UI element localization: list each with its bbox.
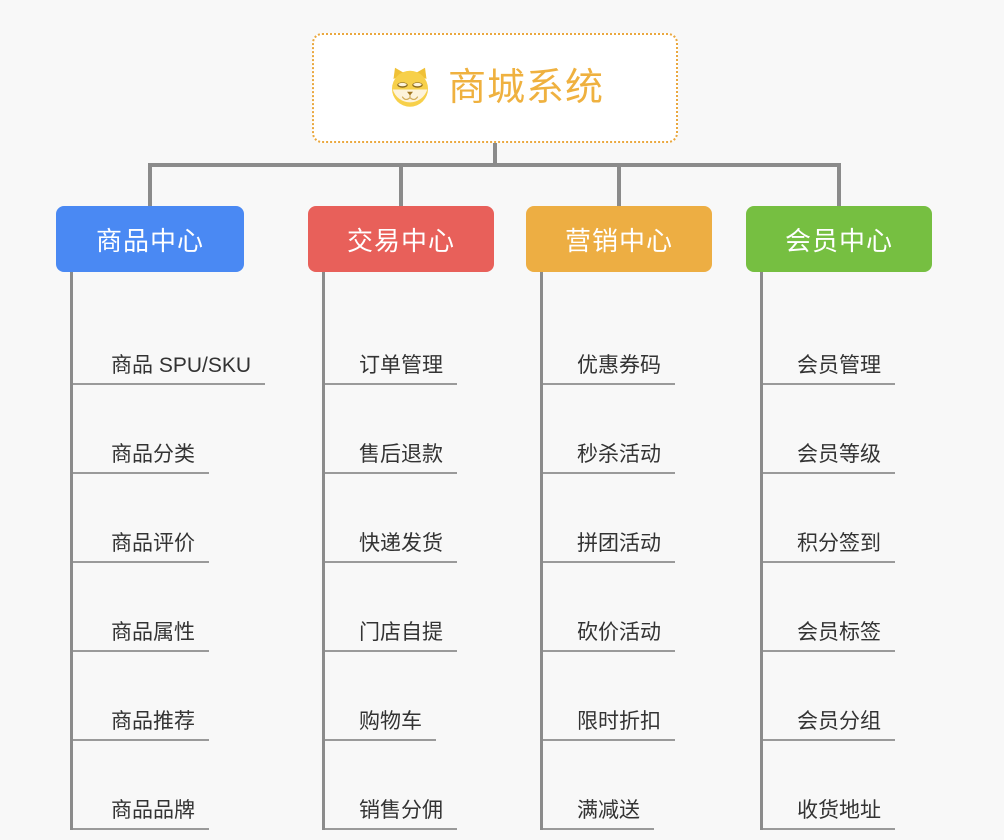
leaf-label: 商品属性 — [73, 621, 209, 652]
category-header-marketing[interactable]: 营销中心 — [526, 206, 712, 272]
leaf-label: 订单管理 — [325, 354, 457, 385]
list-item[interactable]: 秒杀活动 — [543, 385, 726, 474]
list-item[interactable]: 满减送 — [543, 741, 726, 830]
leaf-label: 商品分类 — [73, 443, 209, 474]
connector-drop-2 — [399, 163, 403, 208]
leaf-label: 商品 SPU/SKU — [73, 354, 266, 385]
leaf-label: 拼团活动 — [543, 532, 675, 563]
list-item[interactable]: 积分签到 — [763, 474, 946, 563]
leaf-label: 会员分组 — [763, 710, 895, 741]
connector-drop-1 — [148, 163, 152, 208]
leaf-label: 会员管理 — [763, 354, 895, 385]
leaf-label: 优惠券码 — [543, 354, 675, 385]
list-item[interactable]: 购物车 — [325, 652, 508, 741]
list-item[interactable]: 商品评价 — [73, 474, 286, 563]
leaf-label: 商品品牌 — [73, 799, 209, 830]
list-item[interactable]: 收货地址 — [763, 741, 946, 830]
connector-horizontal-bus — [150, 163, 840, 167]
category-header-label: 交易中心 — [346, 225, 455, 256]
list-item[interactable]: 售后退款 — [325, 385, 508, 474]
leaf-label: 快递发货 — [325, 532, 457, 563]
category-column-product: 商品中心 商品 SPU/SKU 商品分类 商品评价 商品属性 商品推荐 商品品牌 — [56, 206, 286, 830]
leaf-label: 商品评价 — [73, 532, 209, 563]
category-column-trade: 交易中心 订单管理 售后退款 快递发货 门店自提 购物车 销售分佣 — [308, 206, 508, 830]
category-header-label: 商品中心 — [95, 225, 204, 256]
list-item[interactable]: 商品属性 — [73, 563, 286, 652]
list-item[interactable]: 快递发货 — [325, 474, 508, 563]
list-item[interactable]: 订单管理 — [325, 296, 508, 385]
category-header-product[interactable]: 商品中心 — [56, 206, 244, 272]
list-item[interactable]: 优惠券码 — [543, 296, 726, 385]
list-item[interactable]: 商品 SPU/SKU — [73, 296, 286, 385]
leaf-label: 限时折扣 — [543, 710, 675, 741]
leaf-list-trade: 订单管理 售后退款 快递发货 门店自提 购物车 销售分佣 — [322, 272, 508, 830]
leaf-label: 秒杀活动 — [543, 443, 675, 474]
root-node[interactable]: 商城系统 — [312, 33, 678, 143]
category-column-marketing: 营销中心 优惠券码 秒杀活动 拼团活动 砍价活动 限时折扣 满减送 — [526, 206, 726, 830]
connector-root-stem — [493, 143, 497, 165]
root-title: 商城系统 — [447, 67, 604, 109]
list-item[interactable]: 限时折扣 — [543, 652, 726, 741]
shiba-dog-icon — [391, 67, 428, 107]
list-item[interactable]: 销售分佣 — [325, 741, 508, 830]
list-item[interactable]: 门店自提 — [325, 563, 508, 652]
connector-drop-3 — [617, 163, 621, 208]
leaf-label: 砍价活动 — [543, 621, 675, 652]
category-header-member[interactable]: 会员中心 — [746, 206, 932, 272]
leaf-list-marketing: 优惠券码 秒杀活动 拼团活动 砍价活动 限时折扣 满减送 — [540, 272, 726, 830]
leaf-label: 积分签到 — [763, 532, 895, 563]
list-item[interactable]: 会员分组 — [763, 652, 946, 741]
leaf-label: 销售分佣 — [325, 799, 457, 830]
leaf-label: 售后退款 — [325, 443, 457, 474]
leaf-label: 购物车 — [325, 710, 436, 741]
category-header-trade[interactable]: 交易中心 — [308, 206, 494, 272]
leaf-label: 满减送 — [543, 799, 654, 830]
leaf-label: 收货地址 — [763, 799, 895, 830]
leaf-list-member: 会员管理 会员等级 积分签到 会员标签 会员分组 收货地址 — [760, 272, 946, 830]
list-item[interactable]: 拼团活动 — [543, 474, 726, 563]
connector-drop-4 — [837, 163, 841, 208]
list-item[interactable]: 会员管理 — [763, 296, 946, 385]
leaf-label: 会员标签 — [763, 621, 895, 652]
list-item[interactable]: 砍价活动 — [543, 563, 726, 652]
list-item[interactable]: 会员等级 — [763, 385, 946, 474]
leaf-label: 商品推荐 — [73, 710, 209, 741]
list-item[interactable]: 商品品牌 — [73, 741, 286, 830]
leaf-label: 会员等级 — [763, 443, 895, 474]
category-header-label: 会员中心 — [784, 225, 893, 256]
leaf-label: 门店自提 — [325, 621, 457, 652]
category-header-label: 营销中心 — [564, 225, 673, 256]
list-item[interactable]: 会员标签 — [763, 563, 946, 652]
category-column-member: 会员中心 会员管理 会员等级 积分签到 会员标签 会员分组 收货地址 — [746, 206, 946, 830]
leaf-list-product: 商品 SPU/SKU 商品分类 商品评价 商品属性 商品推荐 商品品牌 — [70, 272, 286, 830]
list-item[interactable]: 商品分类 — [73, 385, 286, 474]
list-item[interactable]: 商品推荐 — [73, 652, 286, 741]
